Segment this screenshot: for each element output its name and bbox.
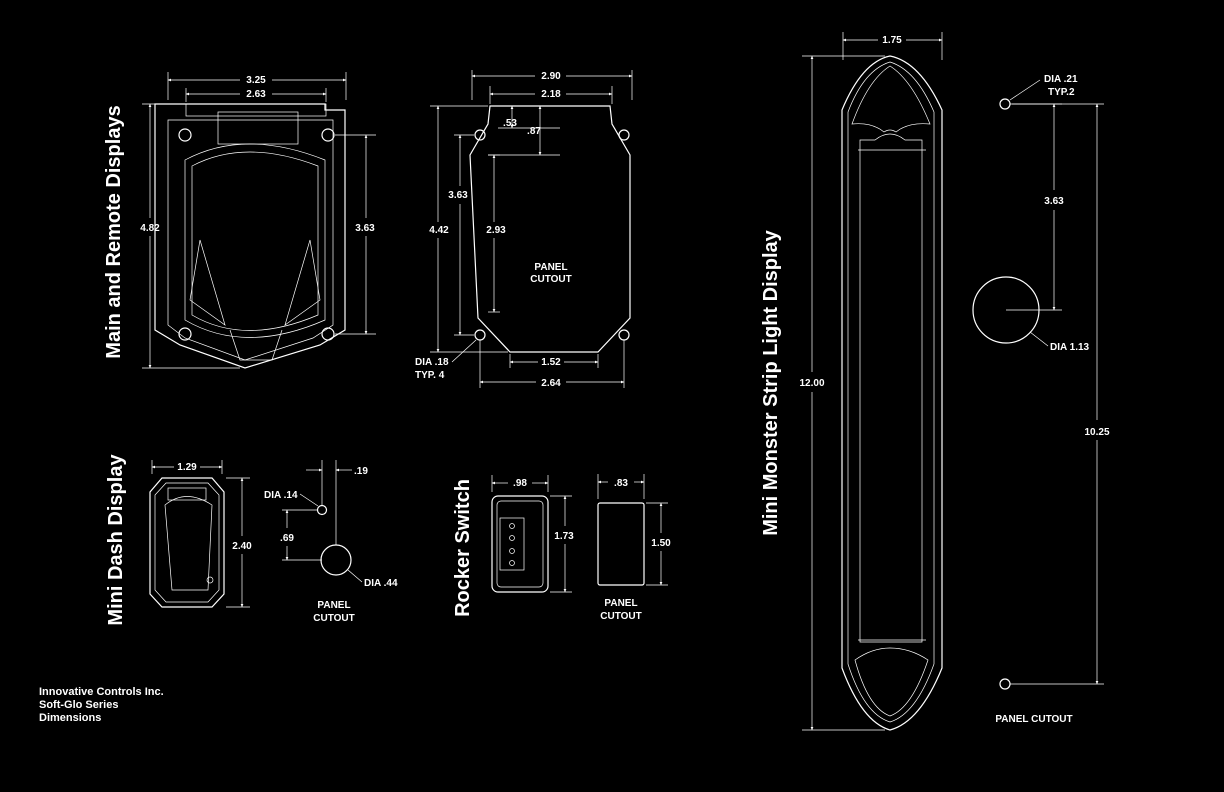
dash-hole-offset-dim: .19 — [354, 466, 368, 477]
rocker-cutout-width-dim: .83 — [614, 478, 628, 489]
cutout-inner-width-dim: 2.18 — [541, 89, 561, 100]
title-rocker: Rocker Switch — [452, 479, 474, 617]
dash-spacing-dim: .69 — [280, 533, 294, 544]
main-display-drawing: 3.25 2.63 4.82 3.63 — [140, 72, 376, 369]
title-main-remote: Main and Remote Displays — [103, 105, 125, 358]
strip-hole-dia-2: TYP.2 — [1048, 87, 1075, 98]
title-strip: Mini Monster Strip Light Display — [760, 229, 782, 535]
rocker-drawing: .98 1.73 .83 1.50 PANEL CUTOUT — [491, 474, 671, 622]
series-name: Soft-Glo Series — [39, 699, 119, 711]
cutout-width-dim: 2.90 — [541, 71, 561, 82]
cutout-inner-h-dim: 2.93 — [486, 225, 506, 236]
cutout-left-h-dim: 3.63 — [448, 190, 468, 201]
cutout-bottom-inner-dim: 1.52 — [541, 357, 561, 368]
main-inner-width-dim: 2.63 — [246, 89, 266, 100]
mini-dash-drawing: 1.29 2.40 .19 DIA .14 .69 DIA .44 PANEL … — [149, 460, 398, 624]
cutout-small-h2-dim: .87 — [527, 126, 541, 137]
main-hole-spacing-dim: 3.63 — [355, 223, 375, 234]
main-width-dim: 3.25 — [246, 75, 266, 86]
cutout-hole-label-1: DIA .18 — [415, 357, 449, 368]
dash-height-dim: 2.40 — [232, 541, 252, 552]
company-name: Innovative Controls Inc. — [39, 686, 164, 698]
main-height-dim: 4.82 — [140, 223, 160, 234]
cutout-label-1: PANEL — [534, 262, 567, 273]
strip-width-dim: 1.75 — [882, 35, 902, 46]
rocker-cutout-label-2: CUTOUT — [600, 611, 641, 622]
strip-hole-dia-1: DIA .21 — [1044, 74, 1078, 85]
dash-big-dia: DIA .44 — [364, 578, 398, 589]
cutout-label-2: CUTOUT — [530, 274, 571, 285]
company-footer: Innovative Controls Inc. Soft-Glo Series… — [39, 686, 164, 725]
rocker-height-dim: 1.73 — [554, 531, 574, 542]
strip-big-dia: DIA 1.13 — [1050, 342, 1090, 353]
cutout-height-dim: 4.42 — [429, 225, 449, 236]
strip-height-dim: 12.00 — [799, 378, 824, 389]
strip-cutout-label: PANEL CUTOUT — [995, 714, 1072, 725]
title-mini-dash: Mini Dash Display — [105, 454, 127, 626]
strip-drawing: 1.75 12.00 DIA .21 TYP.2 3.63 DIA 1.13 1… — [799, 32, 1110, 731]
dash-cutout-label-1: PANEL — [317, 600, 350, 611]
rocker-cutout-height-dim: 1.50 — [651, 538, 671, 549]
cutout-bottom-width-dim: 2.64 — [541, 378, 561, 389]
cutout-small-h1-dim: .53 — [503, 118, 517, 129]
strip-total-spacing-dim: 10.25 — [1084, 427, 1109, 438]
cutout-hole-label-2: TYP. 4 — [415, 370, 445, 381]
dash-cutout-label-2: CUTOUT — [313, 613, 354, 624]
dash-width-dim: 1.29 — [177, 462, 197, 473]
footer-dimensions: Dimensions — [39, 712, 102, 724]
rocker-cutout-label-1: PANEL — [604, 598, 637, 609]
dash-hole-dia: DIA .14 — [264, 490, 298, 501]
rocker-width-dim: .98 — [513, 478, 527, 489]
main-cutout-drawing: 2.90 2.18 .53 .87 3.63 4.42 2.93 PANE — [415, 70, 633, 389]
strip-spacing-dim: 3.63 — [1044, 196, 1064, 207]
